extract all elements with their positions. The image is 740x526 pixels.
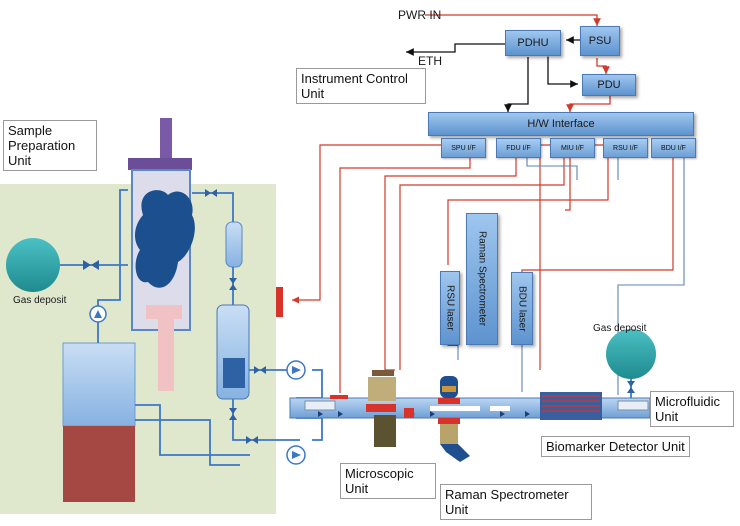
microscope bbox=[366, 370, 414, 447]
power-lines bbox=[406, 14, 611, 112]
rsu-laser-box: RSU laser bbox=[440, 271, 460, 345]
water-tank bbox=[62, 342, 136, 502]
sample-vessel bbox=[128, 118, 195, 391]
hw-interface-box: H/W Interface bbox=[428, 112, 694, 136]
miu-if-box: MIU I/F bbox=[550, 138, 595, 158]
bdu-if-box: BDU I/F bbox=[651, 138, 696, 158]
pump-arrows bbox=[94, 310, 301, 459]
bdu-laser-box: BDU laser bbox=[511, 272, 533, 345]
pdhu-box: PDHU bbox=[505, 30, 561, 56]
gas-deposit-right-label: Gas deposit bbox=[593, 323, 647, 334]
raman-spectrometer-label: Raman Spectrometer bbox=[476, 231, 488, 327]
gas-deposit-left-label: Gas deposit bbox=[13, 295, 67, 306]
bdu-laser-label: BDU laser bbox=[516, 285, 528, 332]
sample-preparation-unit-label: Sample Preparation Unit bbox=[3, 120, 97, 171]
eth-label: ETH bbox=[418, 54, 442, 68]
spu-connector bbox=[276, 287, 283, 317]
instrument-control-unit-label: Instrument Control Unit bbox=[296, 68, 426, 104]
raman-probe bbox=[438, 376, 470, 462]
microscopic-unit-label: Microscopic Unit bbox=[340, 463, 436, 499]
rsu-laser-label: RSU laser bbox=[444, 285, 456, 331]
valves bbox=[83, 189, 635, 444]
rsu-if-box: RSU I/F bbox=[603, 138, 648, 158]
raman-spectrometer-unit-label: Raman Spectrometer Unit bbox=[440, 484, 592, 520]
psu-box: PSU bbox=[580, 26, 620, 56]
fdu-if-box: FDU I/F bbox=[496, 138, 541, 158]
pwr-in-label: PWR IN bbox=[398, 8, 442, 22]
gas-deposit-right bbox=[606, 329, 656, 379]
microfluidic-channel bbox=[289, 392, 651, 420]
raman-spectrometer-box: Raman Spectrometer bbox=[466, 213, 498, 345]
filter-cartridge bbox=[216, 221, 250, 400]
pdu-box: PDU bbox=[582, 74, 636, 96]
gas-deposit-left bbox=[6, 238, 60, 292]
biomarker-detector-unit-label: Biomarker Detector Unit bbox=[541, 436, 690, 457]
microfluidic-unit-label: Microfluidic Unit bbox=[650, 391, 734, 427]
spu-if-box: SPU I/F bbox=[441, 138, 486, 158]
